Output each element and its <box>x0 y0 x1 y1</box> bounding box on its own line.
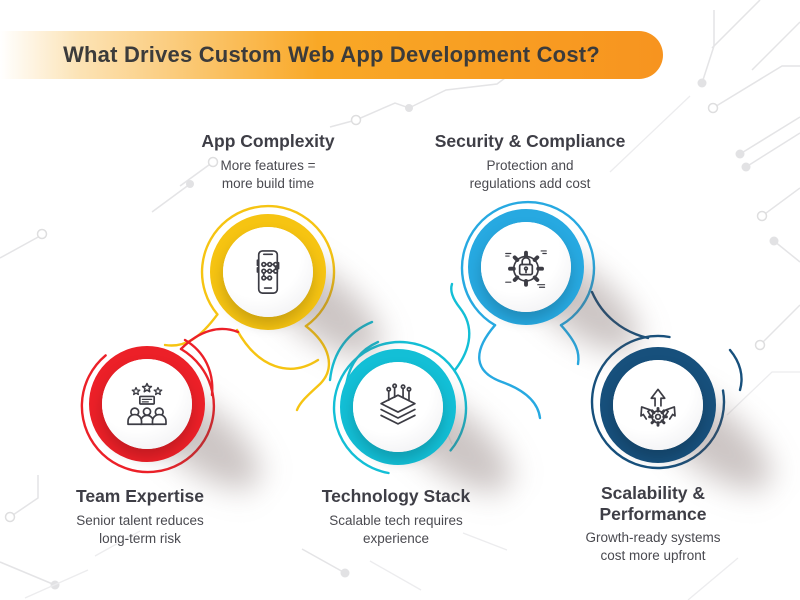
node-team-expertise <box>89 346 277 508</box>
security-compliance-desc-line2: regulations add cost <box>469 175 591 191</box>
layers-pins-icon <box>380 383 416 425</box>
page-title: What Drives Custom Web App Development C… <box>63 42 600 67</box>
loop-curve-navy <box>590 290 743 470</box>
security-compliance-circle <box>481 222 571 312</box>
growth-gear-icon <box>640 388 676 427</box>
app-complexity-title: App Complexity <box>201 131 335 151</box>
node-technology-stack <box>340 349 528 511</box>
node-app-complexity <box>210 214 398 376</box>
label-scalability-performance: Scalability & Performance Growth-ready s… <box>568 483 738 565</box>
label-app-complexity: App Complexity More features = more buil… <box>168 131 368 193</box>
scalability-performance-desc-line2: cost more upfront <box>600 548 706 564</box>
team-expertise-circle <box>102 359 192 449</box>
app-complexity-desc-line1: More features = <box>220 157 316 173</box>
team-expertise-title: Team Expertise <box>75 486 205 506</box>
app-complexity-circle <box>223 227 313 317</box>
scalability-performance-title: Scalability & Performance <box>599 483 707 524</box>
technology-stack-desc-line1: Scalable tech requires <box>329 512 463 528</box>
team-expertise-desc-line2: long-term risk <box>99 530 181 546</box>
app-complexity-desc-line2: more build time <box>221 175 315 191</box>
technology-stack-title: Technology Stack <box>321 486 471 506</box>
node-scalability-performance <box>600 347 788 509</box>
security-compliance-desc-line1: Protection and <box>486 157 574 173</box>
label-security-compliance: Security & Compliance Protection and reg… <box>420 131 640 193</box>
phone-pattern-icon <box>256 250 280 294</box>
team-stars-icon <box>127 382 167 426</box>
technology-stack-desc-line2: experience <box>362 530 430 546</box>
node-security-compliance <box>468 209 656 371</box>
title-banner: What Drives Custom Web App Development C… <box>0 31 663 79</box>
label-technology-stack: Technology Stack Scalable tech requires … <box>296 486 496 548</box>
gear-lock-icon <box>505 250 547 288</box>
scalability-performance-desc-line1: Growth-ready systems <box>585 530 721 546</box>
label-team-expertise: Team Expertise Senior talent reduces lon… <box>40 486 240 548</box>
loop-curve-cyan <box>328 282 471 475</box>
team-expertise-desc-line1: Senior talent reduces <box>76 512 204 528</box>
security-compliance-title: Security & Compliance <box>434 131 626 151</box>
technology-stack-circle <box>353 362 443 452</box>
scalability-performance-circle <box>613 360 703 450</box>
loop-curve-blue <box>460 200 596 420</box>
